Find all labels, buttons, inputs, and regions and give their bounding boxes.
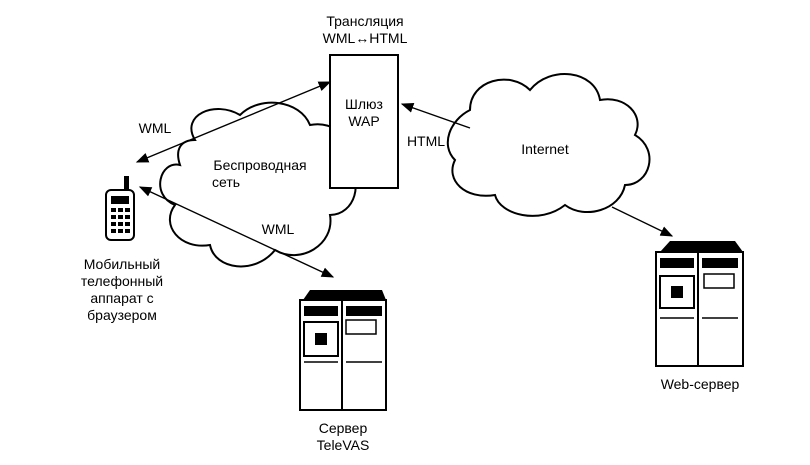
internet-label: Internet [521, 141, 569, 157]
wireless-network-label: Беспроводная сеть [200, 157, 320, 191]
gateway-label-line2: WAP [348, 113, 380, 129]
televas-label: Сервер TeleVAS [300, 420, 386, 454]
translation-label: Трансляция WML↔HTML [312, 13, 418, 47]
phone-label-line4: браузером [87, 307, 157, 323]
wireless-network-label-line1: Беспроводная [213, 157, 307, 173]
televas-label-line2: TeleVAS [316, 437, 370, 453]
phone-label-line1: Мобильный [83, 256, 161, 272]
translation-label-line1: Трансляция [326, 13, 404, 29]
gateway-label-line1: Шлюз [345, 96, 383, 112]
mobile-phone-icon [105, 176, 135, 241]
html-label: HTML [406, 133, 446, 149]
html-arrow [400, 103, 471, 129]
internet-cloud [446, 73, 651, 217]
wml-upper-label: WML [138, 120, 172, 136]
wireless-network-label-line2: сеть [212, 174, 241, 190]
wap-gateway-box [329, 54, 399, 189]
wml-lower-arrow [138, 186, 335, 278]
wml-lower-label: WML [261, 221, 295, 237]
phone-label-line2: телефонный [80, 273, 164, 289]
translation-label-line2: WML↔HTML [322, 30, 408, 46]
phone-label: Мобильный телефонный аппарат с браузером [68, 256, 176, 324]
web-server-label: Web-сервер [660, 376, 740, 392]
internet-to-web-arrow [611, 206, 674, 237]
phone-label-line3: аппарат с [90, 290, 154, 306]
web-server-icon [655, 241, 744, 367]
televas-label-line1: Сервер [318, 420, 368, 436]
gateway-label: Шлюз WAP [330, 96, 398, 130]
wml-upper-arrow [135, 81, 332, 163]
televas-server-icon [299, 290, 387, 411]
